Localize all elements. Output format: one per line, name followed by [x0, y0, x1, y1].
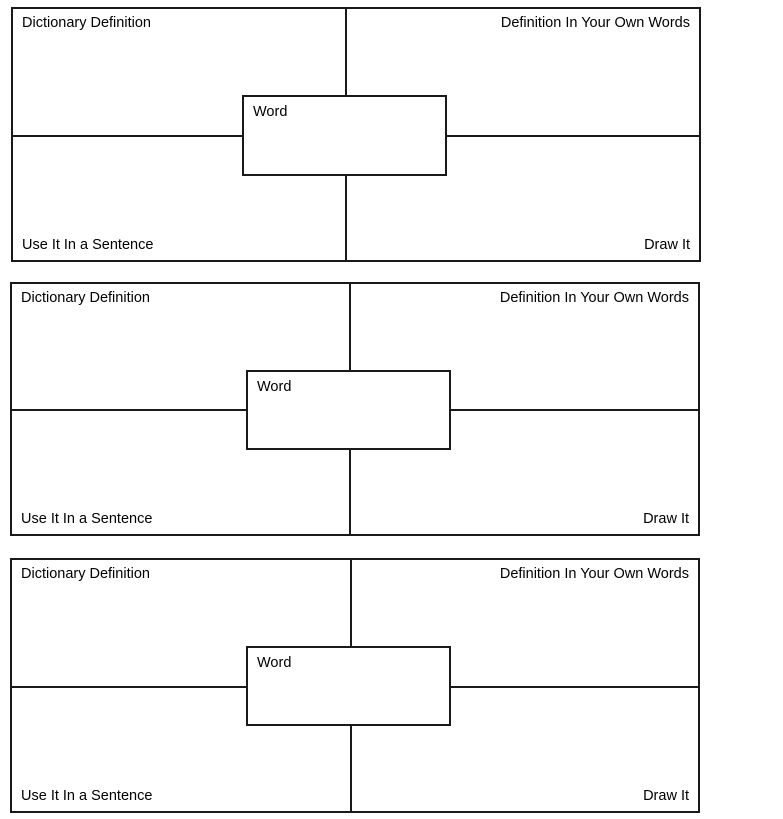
quadrant-own-words-definition[interactable]: Definition In Your Own Words	[499, 566, 689, 582]
quadrant-draw-it[interactable]: Draw It	[644, 236, 690, 253]
quadrant-own-words-definition[interactable]: Definition In Your Own Words	[500, 15, 690, 31]
word-box-label: Word	[257, 655, 292, 671]
quadrant-use-in-sentence[interactable]: Use It In a Sentence	[22, 236, 154, 253]
quadrant-dictionary-definition[interactable]: Dictionary Definition	[21, 290, 150, 306]
frayer-organizer-1: Dictionary Definition Definition In Your…	[11, 7, 701, 262]
word-box-1[interactable]: Word	[242, 95, 447, 176]
quadrant-dictionary-definition[interactable]: Dictionary Definition	[22, 15, 151, 31]
word-box-label: Word	[253, 104, 288, 120]
quadrant-own-words-definition[interactable]: Definition In Your Own Words	[499, 290, 689, 306]
quadrant-draw-it[interactable]: Draw It	[643, 787, 689, 804]
quadrant-dictionary-definition[interactable]: Dictionary Definition	[21, 566, 150, 582]
quadrant-draw-it[interactable]: Draw It	[643, 510, 689, 527]
word-box-2[interactable]: Word	[246, 370, 451, 450]
word-box-3[interactable]: Word	[246, 646, 451, 726]
quadrant-use-in-sentence[interactable]: Use It In a Sentence	[21, 510, 153, 527]
quadrant-use-in-sentence[interactable]: Use It In a Sentence	[21, 787, 153, 804]
word-box-label: Word	[257, 379, 292, 395]
